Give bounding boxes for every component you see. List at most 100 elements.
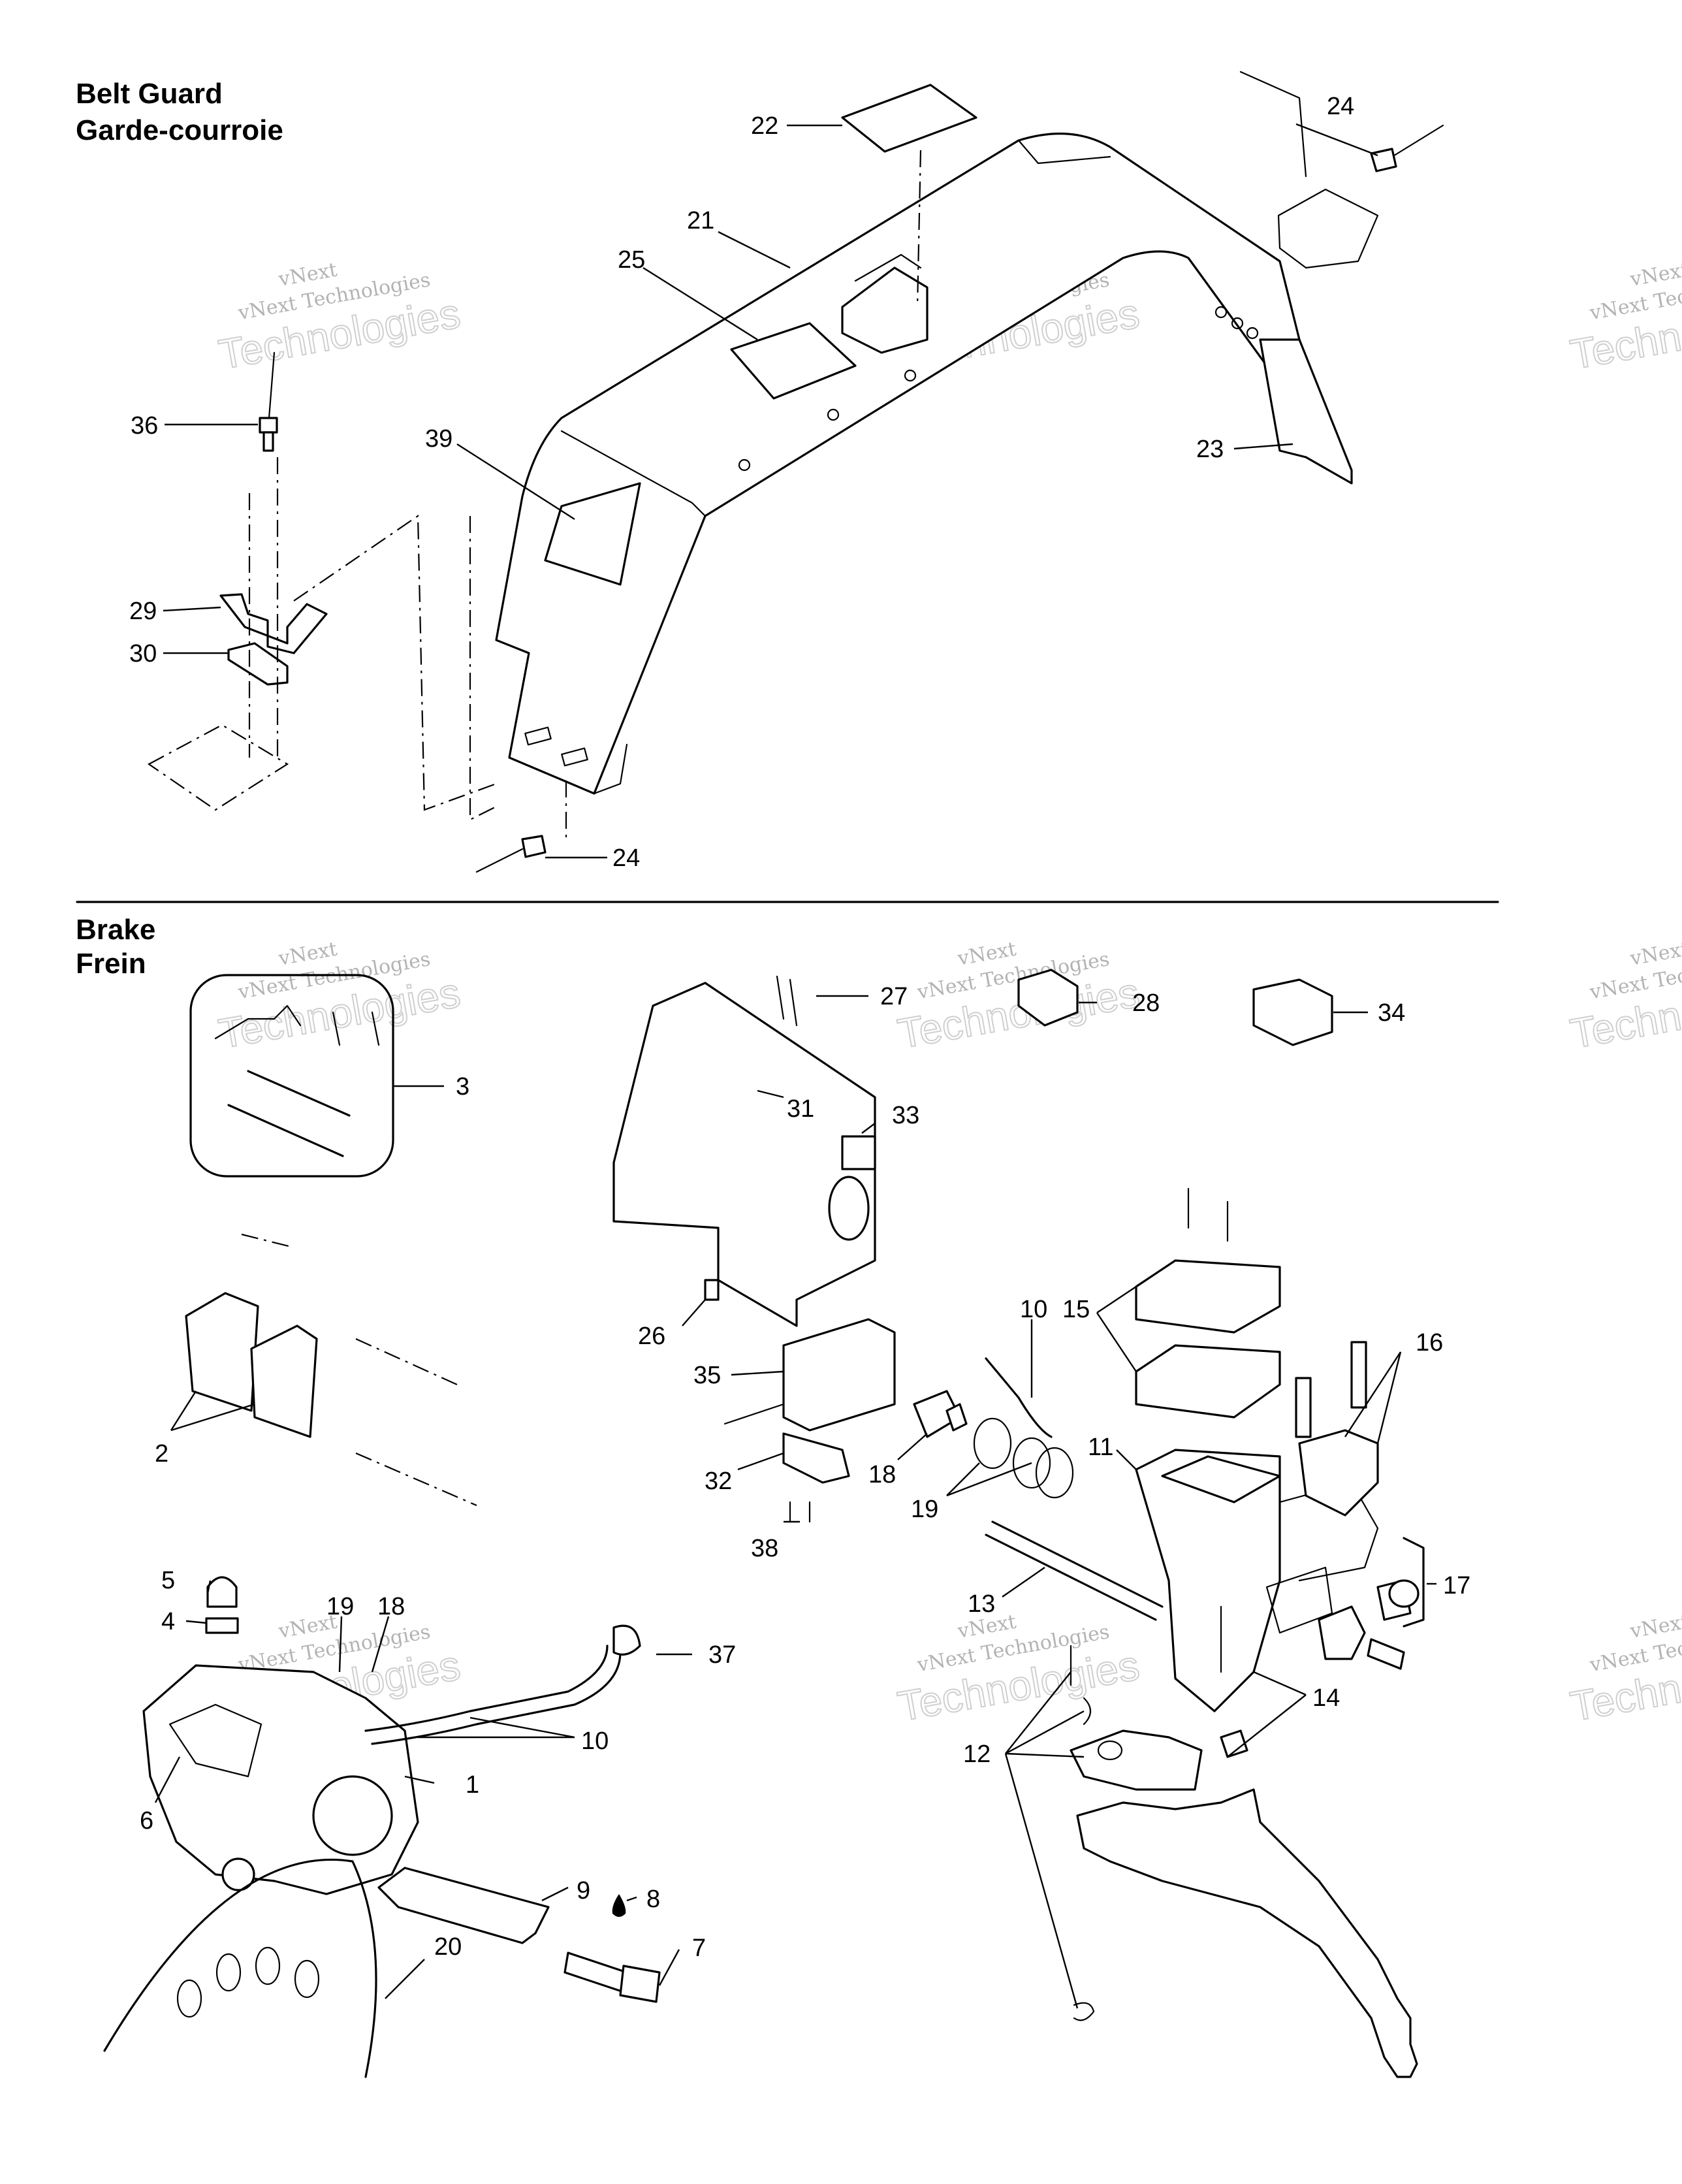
belt-guard-drawing — [147, 71, 1444, 873]
watermark-text: vNext — [1628, 1611, 1682, 1643]
lever-cover — [612, 982, 876, 1327]
thread-locker-drop — [612, 1894, 626, 1917]
banjo-bolt-head — [945, 1403, 968, 1432]
leader — [1116, 1449, 1137, 1470]
callout-5: 5 — [161, 1567, 175, 1594]
lever-nut — [1220, 1729, 1248, 1758]
leader — [643, 266, 758, 341]
callout-11: 11 — [1088, 1434, 1113, 1461]
callout-9: 9 — [577, 1877, 590, 1904]
rear-bracket-detail — [1239, 71, 1307, 178]
guide-line — [241, 1233, 294, 1249]
cover-bore — [828, 1176, 870, 1241]
pin-36-head — [259, 417, 278, 434]
bleeder-cap — [206, 1576, 238, 1608]
callout-27: 27 — [880, 983, 908, 1010]
watermark-text: vNext — [1628, 259, 1682, 291]
callout-24: 24 — [612, 844, 640, 872]
screw-38 — [789, 1501, 811, 1523]
brake-cable — [985, 1534, 1157, 1621]
brake-hose — [371, 1651, 622, 1745]
leader — [1233, 443, 1293, 450]
callout-29: 29 — [129, 598, 157, 625]
leader — [731, 1370, 784, 1376]
leader — [682, 1299, 706, 1326]
bracket-17-range — [1403, 1537, 1425, 1628]
rear-bracket — [1277, 188, 1379, 269]
leader — [541, 1886, 569, 1902]
callout-4: 4 — [161, 1608, 175, 1635]
leader — [737, 1452, 784, 1471]
callout-23: 23 — [1196, 436, 1224, 463]
decal-22 — [841, 84, 977, 153]
brake-hose — [364, 1645, 609, 1732]
switch-bracket — [782, 1432, 850, 1484]
hose-clip-37 — [612, 1624, 641, 1656]
reservoir-cover — [1135, 1259, 1281, 1334]
belt-guard-edge — [593, 743, 628, 795]
caliper-bolt-hole — [221, 1857, 255, 1891]
caliper-bolt-head — [619, 1965, 661, 2003]
leader — [1096, 1286, 1137, 1372]
clamp-screw — [1350, 1341, 1367, 1409]
callout-12: 12 — [963, 1741, 991, 1768]
pivot-hole — [1097, 1740, 1123, 1761]
belt-guard-title: Belt Guard — [76, 78, 223, 110]
belt-guard-edge — [560, 430, 706, 517]
centerline — [916, 150, 922, 308]
watermarks: vNext vNext Technologies Technologies vN… — [215, 259, 1682, 1731]
callout-2: 2 — [155, 1440, 168, 1468]
callout-25: 25 — [618, 246, 645, 274]
sealing-washer — [1035, 1447, 1074, 1499]
brake-title-fr: Frein — [76, 948, 146, 980]
rivet-24-top — [1391, 124, 1444, 158]
callout-36: 36 — [131, 412, 158, 440]
callout-31: 31 — [787, 1095, 814, 1123]
watermark-text: vNext — [1628, 938, 1682, 971]
disc-hole — [294, 1959, 320, 1999]
callout-35: 35 — [693, 1362, 721, 1389]
bracket-29 — [219, 593, 328, 654]
sealing-washer — [1012, 1437, 1051, 1489]
decal-39 — [544, 482, 641, 586]
decal-25 — [730, 322, 857, 400]
sealing-washer — [973, 1417, 1012, 1469]
disc-hole — [255, 1946, 281, 1985]
callout-7: 7 — [692, 1935, 706, 1962]
decal-33 — [841, 1135, 876, 1170]
callout-10: 10 — [581, 1727, 609, 1755]
guard-clip — [841, 266, 928, 354]
callout-21: 21 — [687, 207, 714, 234]
leader — [338, 1616, 343, 1673]
e-clip — [1073, 2002, 1095, 2021]
reservoir-diaphragm — [1135, 1344, 1281, 1419]
slot — [561, 747, 588, 767]
leader — [626, 1896, 637, 1902]
callout-1: 1 — [466, 1771, 479, 1799]
callout-3: 3 — [456, 1073, 469, 1100]
callout-37: 37 — [708, 1641, 736, 1669]
pivot-bolt — [1070, 1645, 1092, 1726]
leader-lines — [154, 123, 1436, 2009]
hole — [1231, 317, 1244, 330]
leader — [385, 1959, 425, 1999]
rivet-24-head — [521, 835, 547, 858]
brake-pad — [250, 1325, 318, 1438]
callout-30: 30 — [129, 640, 157, 667]
leader — [1004, 1671, 1085, 2009]
callout-16: 16 — [1416, 1329, 1443, 1357]
callout-34: 34 — [1378, 999, 1405, 1027]
mounting-surface — [147, 724, 289, 811]
guard-clip-detail — [854, 253, 922, 282]
belt-guard-rear-arm — [1259, 338, 1353, 485]
leader — [206, 1580, 212, 1594]
callout-8: 8 — [646, 1886, 660, 1913]
callout-18: 18 — [377, 1593, 405, 1620]
pin-36 — [268, 351, 276, 419]
pin — [227, 1104, 344, 1157]
rivet-24-head — [1370, 148, 1397, 172]
hole — [1214, 306, 1228, 319]
leader — [418, 1716, 575, 1739]
callout-6: 6 — [140, 1807, 153, 1835]
brake-drawing — [103, 969, 1425, 2078]
